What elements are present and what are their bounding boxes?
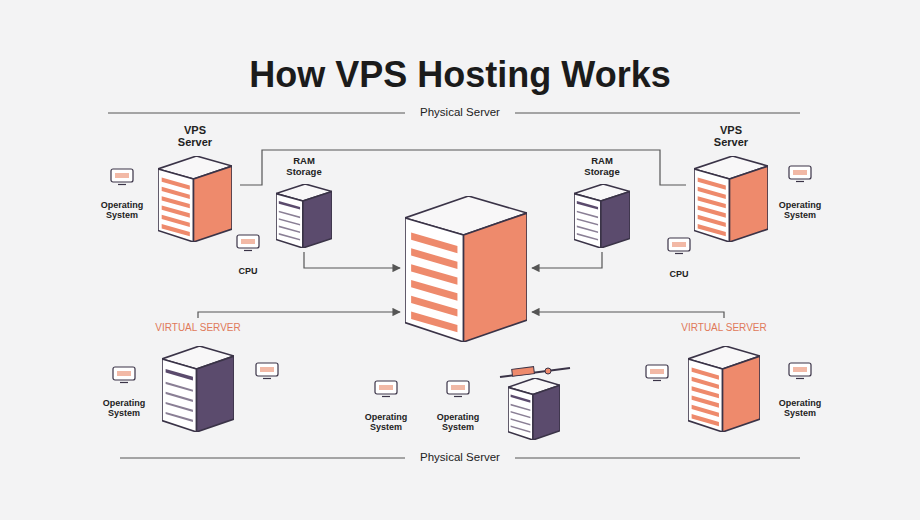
node-label: Operating System xyxy=(360,412,412,432)
os-icon: Operating System xyxy=(356,376,416,432)
monitor-icon xyxy=(111,169,133,185)
section-label: Physical Server xyxy=(414,106,506,120)
os-icon: Operating System xyxy=(94,362,154,418)
ram-storage-box: RAM Storage xyxy=(268,156,340,250)
server-cube xyxy=(162,346,234,432)
os-icon: Operating System xyxy=(92,166,152,220)
diagram-title: How VPS Hosting Works xyxy=(0,54,920,95)
server-cube xyxy=(694,156,768,242)
virtual-server: VIRTUAL SERVER xyxy=(678,322,770,436)
node-label: CPU xyxy=(669,269,688,279)
divider-line xyxy=(108,113,405,114)
vps-server: VPS Server xyxy=(150,124,240,244)
tool-shaft xyxy=(500,368,570,377)
monitor-icon xyxy=(375,381,397,397)
cpu-icon: CPU xyxy=(226,232,270,276)
cpu-icon: CPU xyxy=(657,235,701,279)
os-icon: Operating System xyxy=(771,358,829,418)
monitor-icon xyxy=(646,365,668,381)
server-cube xyxy=(688,346,760,432)
node-label: Operating System xyxy=(96,200,148,220)
node-label: CPU xyxy=(238,266,257,276)
node-label: VIRTUAL SERVER xyxy=(681,322,766,333)
tool-handle xyxy=(512,367,535,377)
divider-line xyxy=(120,458,405,459)
monitor-icon xyxy=(789,363,811,379)
monitor-icon xyxy=(113,367,135,383)
node-label: RAM Storage xyxy=(579,156,625,177)
section-label: Physical Server xyxy=(414,451,506,465)
storage-box xyxy=(574,184,630,248)
tool-head xyxy=(545,368,551,374)
node-label: Operating System xyxy=(98,398,150,418)
connector-line xyxy=(240,150,686,185)
os-icon: Operating System xyxy=(428,376,488,432)
monitor-icon xyxy=(256,363,278,379)
node-label: VPS Server xyxy=(706,124,756,149)
divider-line xyxy=(515,113,800,114)
node-label: Operating System xyxy=(432,412,484,432)
flow-arrow xyxy=(532,252,602,268)
node-label: RAM Storage xyxy=(281,156,327,177)
flow-arrow xyxy=(198,312,400,318)
ram-storage-box: RAM Storage xyxy=(566,156,638,250)
divider-line xyxy=(515,458,800,459)
flow-arrow xyxy=(304,252,400,268)
node-label: VPS Server xyxy=(170,124,220,149)
server-cube xyxy=(158,156,232,242)
virtual-server: VIRTUAL SERVER xyxy=(148,322,248,436)
node-label: Operating System xyxy=(774,398,826,418)
node-label: VIRTUAL SERVER xyxy=(155,322,240,333)
storage-box xyxy=(276,184,332,248)
monitor-icon xyxy=(447,381,469,397)
monitor-icon xyxy=(789,166,811,182)
os-icon: Operating System xyxy=(770,162,830,220)
chip-icon xyxy=(237,235,259,251)
flow-arrow xyxy=(532,312,724,318)
node-label: Operating System xyxy=(774,200,826,220)
vps-server: VPS Server xyxy=(686,124,776,244)
small-server xyxy=(508,378,560,440)
physical-server xyxy=(405,196,527,342)
chip-icon xyxy=(668,238,690,254)
